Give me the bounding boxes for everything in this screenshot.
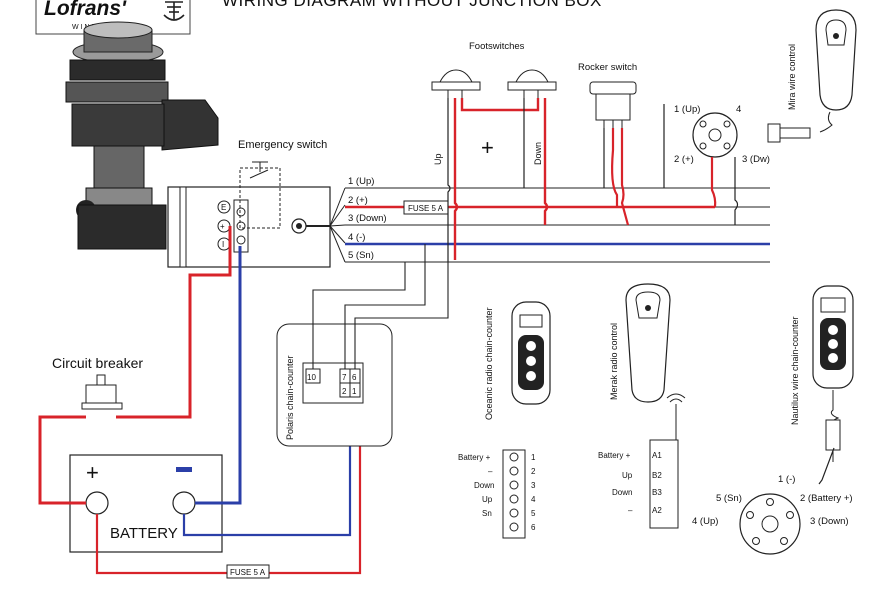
oceanic-term-label: – [488, 467, 493, 476]
footswitch-positive-wires [453, 98, 540, 260]
mira-wire-control-label: Mira wire control [787, 44, 797, 110]
polaris-pin-10: 10 [307, 373, 316, 382]
merak-term-label: Battery + [598, 451, 631, 460]
emergency-switch-label: Emergency switch [238, 139, 327, 151]
nautilux-remote [812, 285, 854, 485]
footswitch-up [431, 69, 481, 98]
merak-remote [625, 283, 671, 403]
rocker-switch [589, 81, 637, 128]
merak-terminal-block: Battery + Up Down – A1 B2 B3 A2 [598, 439, 679, 529]
merak-term-label: – [628, 506, 633, 515]
nautilux-pin-1: 1 (-) [778, 474, 795, 485]
terminal-e-label: E [221, 203, 226, 212]
nautilux-pin-2: 2 (Battery +) [800, 493, 853, 504]
wire-5-label: 5 (Sn) [348, 250, 374, 261]
mira-pin-plus: 2 (+) [674, 154, 694, 165]
merak-term-pin: A2 [652, 506, 662, 515]
merak-term-pin: B2 [652, 471, 662, 480]
battery-plus-sign: + [86, 460, 99, 485]
wire-1-label: 1 (Up) [348, 176, 374, 187]
mira-wire-control [767, 9, 857, 143]
polaris-pin-1: 1 [352, 387, 357, 396]
mira-pin-down: 3 (Dw) [742, 154, 770, 165]
merak-term-pin: B3 [652, 488, 662, 497]
polaris-label: Polaris chain-counter [285, 355, 295, 440]
battery-label: BATTERY [110, 525, 178, 542]
fuse-bottom: FUSE 5 A [226, 564, 270, 579]
wire-4-label: 4 (-) [348, 232, 365, 243]
anchor-logo-icon [163, 1, 185, 21]
nautilux-pin-3: 3 (Down) [810, 516, 849, 527]
oceanic-term-num: 4 [531, 495, 536, 504]
diagram-title: WIRING DIAGRAM WITHOUT JUNCTION BOX [222, 0, 602, 10]
mira-pin-up: 1 (Up) [674, 104, 700, 115]
wire-bus [329, 187, 770, 263]
footswitch-down [507, 69, 557, 98]
polaris-chain-counter: 10 7 6 2 1 [276, 323, 393, 447]
fuse-bottom-label: FUSE 5 A [230, 568, 266, 577]
terminal-plus-label: + [220, 222, 225, 231]
oceanic-term-num: 5 [531, 509, 536, 518]
windlass-illustration [65, 21, 219, 250]
battery-negative-wire [182, 246, 352, 537]
polaris-pin-6: 6 [352, 373, 357, 382]
motor-control-box: E + I [167, 186, 331, 268]
merak-antenna-icon [666, 393, 686, 440]
circuit-breaker [81, 374, 123, 410]
polaris-pin-7: 7 [342, 373, 347, 382]
oceanic-terminal-block: Battery + – Down Up Sn 1 2 3 4 5 6 [458, 449, 536, 539]
oceanic-remote [511, 301, 551, 405]
wire-2-label: 2 (+) [348, 195, 368, 206]
rocker-switch-label: Rocker switch [578, 62, 637, 73]
footswitches-label: Footswitches [469, 41, 525, 52]
plus-sign: + [481, 135, 494, 160]
merak-term-label: Up [622, 471, 633, 480]
mira-pin-4: 4 [736, 104, 741, 115]
fuse-top: FUSE 5 A [403, 200, 449, 215]
wire-3-label: 3 (Down) [348, 213, 387, 224]
up-vertical-label: Up [433, 153, 443, 165]
oceanic-term-num: 3 [531, 481, 536, 490]
merak-label: Merak radio control [609, 323, 619, 400]
oceanic-term-label: Up [482, 495, 493, 504]
oceanic-term-num: 6 [531, 523, 536, 532]
oceanic-term-num: 1 [531, 453, 536, 462]
polaris-pin-2: 2 [342, 387, 347, 396]
battery-minus-sign [176, 467, 192, 472]
fuse-top-label: FUSE 5 A [408, 204, 444, 213]
oceanic-label: Oceanic radio chain-counter [484, 307, 494, 420]
down-vertical-label: Down [533, 142, 543, 165]
oceanic-term-num: 2 [531, 467, 536, 476]
logo-text: Lofrans' [44, 0, 127, 20]
merak-term-pin: A1 [652, 451, 662, 460]
nautilux-label: Nautilux wire chain-counter [790, 316, 800, 425]
merak-term-label: Down [612, 488, 632, 497]
terminal-i-label: I [222, 240, 224, 249]
nautilux-pin-4: 4 (Up) [692, 516, 718, 527]
oceanic-term-label: Battery + [458, 453, 491, 462]
circuit-breaker-label: Circuit breaker [52, 355, 143, 371]
oceanic-term-label: Down [474, 481, 494, 490]
nautilux-connector: 1 (-) 2 (Battery +) 3 (Down) 4 (Up) 5 (S… [692, 474, 853, 555]
oceanic-term-label: Sn [482, 509, 492, 518]
emergency-switch [239, 161, 281, 229]
mira-connector: 1 (Up) 4 2 (+) 3 (Dw) [674, 104, 770, 165]
nautilux-pin-5: 5 (Sn) [716, 493, 742, 504]
